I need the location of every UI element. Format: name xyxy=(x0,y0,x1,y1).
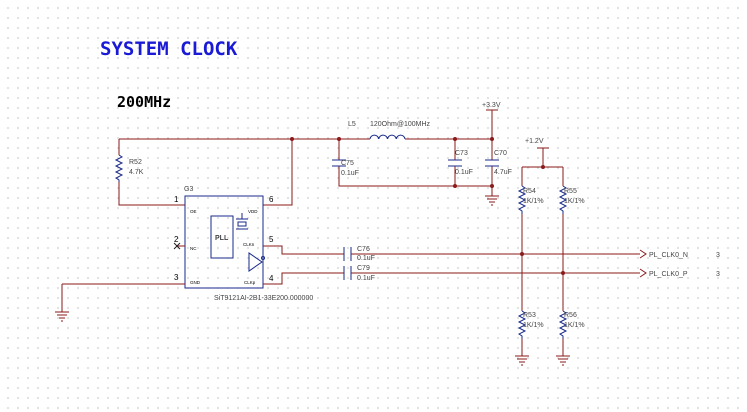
top-rail-wires xyxy=(118,110,493,206)
power-3v3-symbol: +3.3V xyxy=(482,102,501,111)
pll-block xyxy=(210,215,234,259)
frequency-label: 200MHz xyxy=(117,93,171,111)
port-n-label: PL_CLK0_N xyxy=(649,252,688,259)
l5-value: 120Ohm@100MHz xyxy=(370,121,431,128)
schematic-title: SYSTEM CLOCK xyxy=(100,38,238,60)
r54-ref: R54 xyxy=(523,188,536,195)
r56-ref: R56 xyxy=(564,312,577,319)
port-p-label: PL_CLK0_P xyxy=(649,271,688,278)
resistor-r54: R54 1K/1% xyxy=(517,185,544,214)
ground-symbol-caps xyxy=(485,195,499,206)
c70-value: 4.7uF xyxy=(494,169,512,176)
port-n-sheet: 3 xyxy=(716,252,720,259)
pin-4-name: CLKp xyxy=(244,280,256,285)
output-net-wires xyxy=(351,166,640,356)
r53-ref: R53 xyxy=(523,312,536,319)
diff-buffer-symbol xyxy=(248,252,265,272)
r55-value: 1K/1% xyxy=(564,198,585,205)
c75-value: 0.1uF xyxy=(341,170,359,177)
power-1v2-label: +1.2V xyxy=(525,138,544,145)
r52-value: 4.7K xyxy=(129,169,144,176)
ic-body xyxy=(184,195,264,289)
c75-ref: C75 xyxy=(341,160,354,167)
port-p-sheet: 3 xyxy=(716,271,720,278)
pin-3-number: 3 xyxy=(174,273,179,282)
pin-1-name: OE xyxy=(190,209,197,214)
pin-6-name: VDD xyxy=(248,209,258,214)
c73-value: 0.1uF xyxy=(455,169,473,176)
resistor-r53: R53 1K/1% xyxy=(517,310,544,339)
c73-ref: C73 xyxy=(455,150,468,157)
ic-pin-wires xyxy=(61,242,344,312)
pin-5-name: CLKn xyxy=(243,242,255,247)
r54-value: 1K/1% xyxy=(523,198,544,205)
port-pl-clk0-n: PL_CLK0_N 3 xyxy=(639,249,720,259)
pin-3-name: GND xyxy=(190,280,201,285)
l5-ref: L5 xyxy=(348,121,356,128)
ground-symbol-r56 xyxy=(556,355,570,366)
r53-value: 1K/1% xyxy=(523,322,544,329)
ground-symbol-r53 xyxy=(515,355,529,366)
r56-value: 1K/1% xyxy=(564,322,585,329)
resistor-r56: R56 1K/1% xyxy=(558,310,585,339)
pin-2-name: NC xyxy=(190,246,197,251)
pll-label: PLL xyxy=(215,235,229,242)
power-3v3-label: +3.3V xyxy=(482,102,501,109)
ic-ref: G3 xyxy=(184,186,193,193)
inductor-l5: L5 120Ohm@100MHz xyxy=(348,121,431,140)
ground-symbol-ic xyxy=(55,311,69,322)
resistor-r55: R55 1K/1% xyxy=(558,185,585,214)
c79-ref: C79 xyxy=(357,265,370,272)
pin-2-number: 2 xyxy=(174,235,179,244)
c70-ref: C70 xyxy=(494,150,507,157)
capacitor-c73: C73 0.1uF xyxy=(448,150,473,176)
resistor-r52: R52 4.7K xyxy=(114,154,144,182)
capacitor-c75: C75 0.1uF xyxy=(332,159,359,177)
port-pl-clk0-p: PL_CLK0_P 3 xyxy=(639,268,720,278)
junction-dots xyxy=(290,137,565,275)
power-1v2-symbol: +1.2V xyxy=(525,138,549,167)
pin-4-number: 4 xyxy=(269,274,274,283)
pin-1-number: 1 xyxy=(174,195,179,204)
no-connect-mark xyxy=(173,242,181,250)
c79-value: 0.1uF xyxy=(357,275,375,282)
oscillator-ic-g3: G3 SiT9121AI-2B1-33E200.000000 PLL 1 2 3… xyxy=(174,186,313,302)
pin-5-number: 5 xyxy=(269,235,274,244)
c76-value: 0.1uF xyxy=(357,255,375,262)
capacitor-c70: C70 4.7uF xyxy=(485,150,512,176)
pin-6-number: 6 xyxy=(269,195,274,204)
c76-ref: C76 xyxy=(357,246,370,253)
r52-ref: R52 xyxy=(129,159,142,166)
crystal-symbol xyxy=(236,213,248,230)
ic-part-number: SiT9121AI-2B1-33E200.000000 xyxy=(214,295,313,302)
r55-ref: R55 xyxy=(564,188,577,195)
